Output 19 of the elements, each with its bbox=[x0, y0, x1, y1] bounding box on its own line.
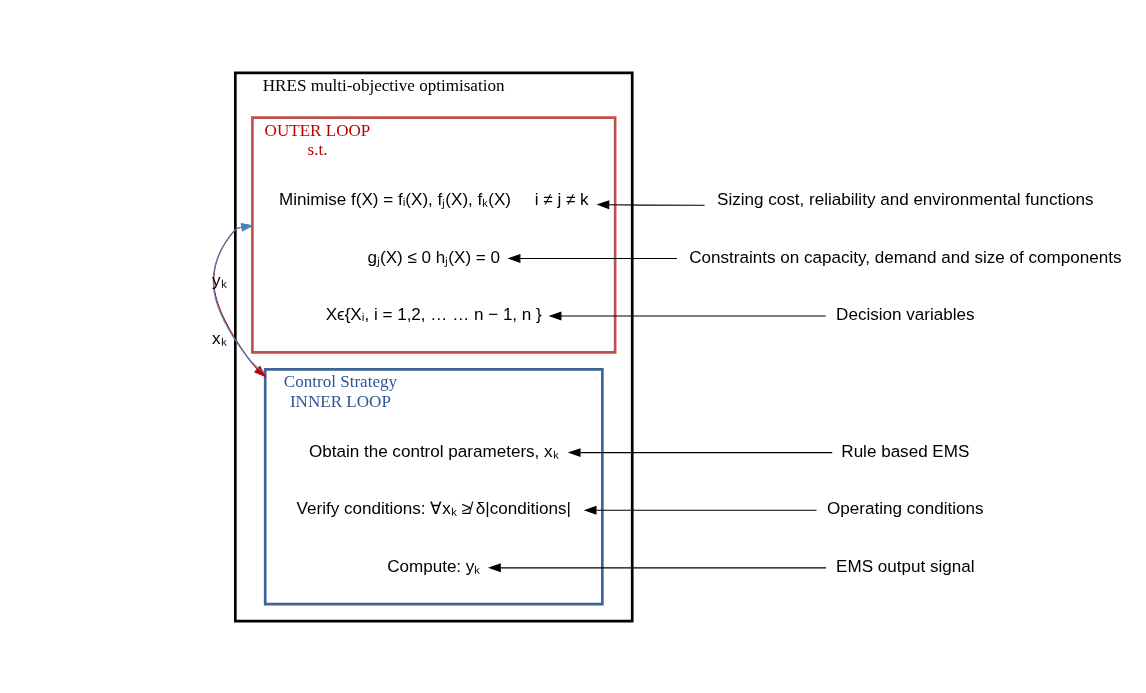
node-text: Obtain the control parameters, xₖ bbox=[308, 441, 559, 461]
node-text: Decision variables bbox=[836, 304, 975, 324]
node-text: Sizing cost, reliability and environmental functions bbox=[717, 189, 1094, 209]
node-text: Rule based EMS bbox=[841, 441, 970, 461]
node-text: Minimise f(X) = fᵢ(X), fⱼ(X), fₖ(X) i ≠ j ≠ k bbox=[278, 189, 589, 209]
node-text: Xϵ{Xᵢ, i = 1,2, … … n − 1, n } bbox=[325, 304, 542, 324]
node-text: Verify conditions: ∀xₖ ≱ δ|conditions| bbox=[296, 498, 571, 518]
node-text: Constraints on capacity, demand and size of components bbox=[689, 247, 1122, 266]
arrow bbox=[507, 253, 678, 263]
arrow bbox=[596, 199, 706, 209]
node-text: gⱼ(X) ≤ 0 hⱼ(X) = 0 bbox=[367, 247, 501, 266]
arrow bbox=[548, 311, 827, 321]
arrow bbox=[583, 505, 818, 515]
arrow bbox=[488, 562, 827, 572]
node-text: EMS output signal bbox=[836, 556, 975, 576]
edge-label: xₖ bbox=[212, 328, 227, 348]
node-text: Compute: yₖ bbox=[387, 556, 481, 576]
node-text: Operating conditions bbox=[827, 498, 984, 518]
arrow bbox=[567, 447, 833, 457]
